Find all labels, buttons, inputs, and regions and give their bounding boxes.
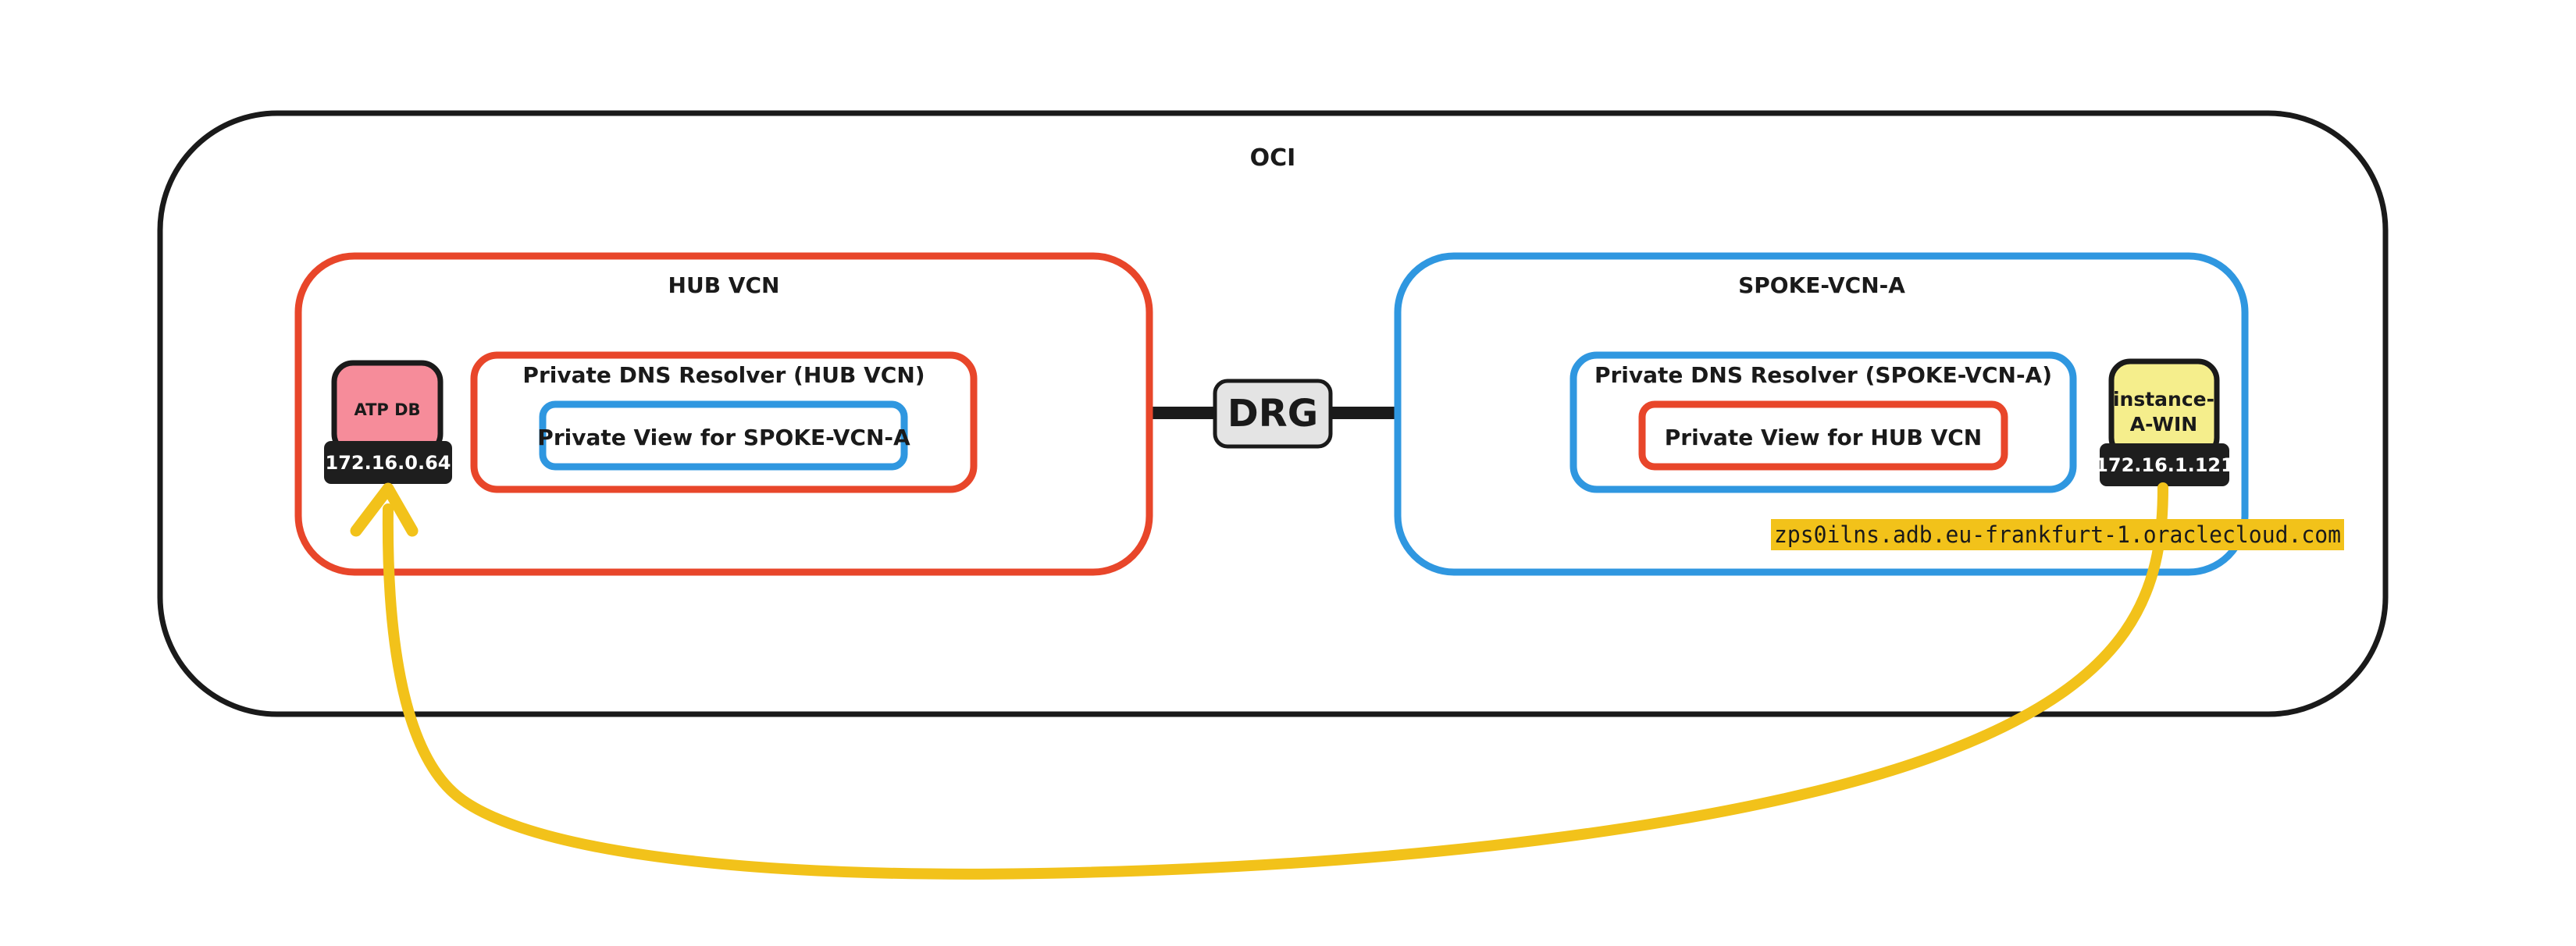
oci-title: OCI <box>1250 144 1296 172</box>
drg-node <box>1213 379 1333 449</box>
spoke-dns-resolver-title: Private DNS Resolver (SPOKE-VCN-A) <box>1594 362 2052 388</box>
hub-private-view <box>539 400 908 471</box>
hostname-highlight <box>1771 519 2344 550</box>
spoke-dns-resolver <box>1569 351 2077 493</box>
instance-label-line2: A-WIN <box>2130 413 2197 436</box>
atp-db-ip: 172.16.0.64 <box>326 452 451 474</box>
instance-label-line1: instance- <box>2113 388 2214 411</box>
hub-dns-resolver <box>470 351 978 493</box>
hub-dns-resolver-title: Private DNS Resolver (HUB VCN) <box>522 362 925 388</box>
hub-private-view-label: Private View for SPOKE-VCN-A <box>537 425 910 450</box>
atp-db-ip-badge <box>324 441 452 484</box>
spoke-private-view <box>1638 400 2008 471</box>
spoke-vcn-container <box>1394 252 2249 576</box>
instance-ip-badge <box>2100 443 2229 486</box>
spoke-private-view-label: Private View for HUB VCN <box>1665 425 1982 450</box>
drg-label: DRG <box>1227 392 1318 436</box>
dns-query-arrowhead <box>350 482 419 537</box>
hub-vcn-title: HUB VCN <box>668 272 780 298</box>
dns-query-arrow <box>382 482 2168 880</box>
oci-container <box>157 110 2389 717</box>
hub-vcn-container <box>294 252 1153 576</box>
atp-db-label: ATP DB <box>354 400 420 419</box>
instance-ip: 172.16.1.121 <box>2095 454 2234 476</box>
hostname-label: zps0ilns.adb.eu-frankfurt-1.oraclecloud.… <box>1774 521 2341 548</box>
spoke-vcn-title: SPOKE-VCN-A <box>1738 272 1905 298</box>
